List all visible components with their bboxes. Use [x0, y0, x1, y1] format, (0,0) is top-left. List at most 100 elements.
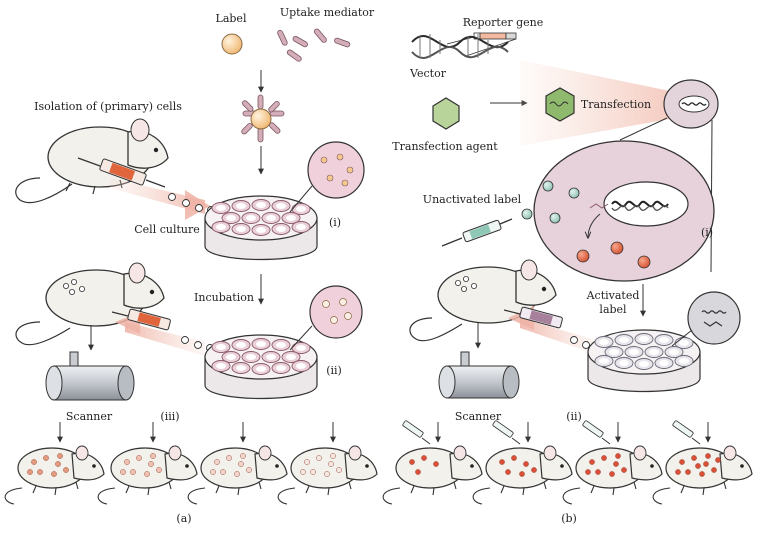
- signal-spot: [715, 457, 721, 463]
- roman-i-a: (i): [329, 216, 341, 229]
- dish-cell-nucleus: [629, 349, 639, 355]
- signal-spot: [609, 471, 615, 477]
- culture-dish-b: [587, 329, 701, 393]
- dish-cell-nucleus: [296, 206, 306, 212]
- signal-spot: [595, 469, 601, 475]
- mouse-injection-icon: [15, 262, 165, 346]
- signal-spot: [505, 469, 511, 475]
- dish-cell-nucleus: [266, 354, 276, 360]
- signal-spot: [336, 467, 342, 473]
- signal-spot: [148, 461, 154, 467]
- dish-cell-nucleus: [296, 224, 306, 230]
- transfection-caption: Transfection: [581, 98, 651, 111]
- zoom-circle-ii: [309, 285, 363, 339]
- zoom-line-b-3: [671, 329, 693, 347]
- syringe-red-icon-2: [111, 308, 171, 331]
- signal-spot: [120, 469, 126, 475]
- unactivated-label-caption: Unactivated label: [423, 193, 522, 206]
- dish-cell-nucleus: [659, 337, 669, 343]
- signal-spot: [703, 461, 709, 467]
- uptake-mediator-rods-icon: [277, 28, 351, 62]
- syringe-red-icon: [77, 157, 166, 188]
- scanner-b-icon: [438, 351, 520, 399]
- culture-dish-ii: [204, 334, 318, 400]
- transfection-beam: [520, 60, 675, 146]
- signal-spot: [330, 453, 336, 459]
- dish-cell-nucleus: [599, 358, 609, 364]
- dish-cell-nucleus: [226, 215, 236, 221]
- signal-spot: [214, 459, 220, 465]
- unactivated-label-dots: [521, 180, 580, 224]
- signal-spot: [711, 467, 717, 473]
- signal-spot: [150, 453, 156, 459]
- dish-cell-nucleus: [619, 337, 629, 343]
- mouse-injection-b-icon: [409, 259, 557, 342]
- reporter-gene-bar: [473, 32, 517, 40]
- signal-spot: [27, 469, 33, 475]
- roman-i-b: (i): [701, 226, 713, 239]
- syringe-purple-icon: [503, 306, 563, 329]
- signal-spot: [409, 459, 415, 465]
- dish-cell-nucleus: [609, 349, 619, 355]
- panel-a: Label Uptake mediator: [4, 6, 378, 525]
- transfection-agent-hexagon-icon: [432, 97, 460, 130]
- signal-spot: [130, 469, 136, 475]
- dish-cell-nucleus: [236, 365, 246, 371]
- signal-spot: [585, 469, 591, 475]
- dish-cell-nucleus: [679, 358, 689, 364]
- signal-spot: [699, 471, 705, 477]
- activated-caption-1: Activated: [586, 289, 640, 302]
- signal-spot: [589, 459, 595, 465]
- scanned-mouse-icon: [187, 445, 288, 505]
- dish-cell-nucleus: [276, 226, 286, 232]
- signal-spot: [523, 461, 529, 467]
- transfer-beam-top: [110, 178, 205, 214]
- dish-cell-nucleus: [286, 354, 296, 360]
- signal-spot: [304, 459, 310, 465]
- signal-spot: [499, 459, 505, 465]
- signal-spot: [156, 467, 162, 473]
- signal-spot: [226, 455, 232, 461]
- signal-spot: [685, 469, 691, 475]
- dish-cell-nucleus: [256, 366, 266, 372]
- culture-dish-i: [204, 195, 318, 261]
- zoom-complexes-icon: [320, 153, 354, 187]
- dish-cell-nucleus: [296, 345, 306, 351]
- signal-spot: [43, 455, 49, 461]
- scanner-a-icon: [45, 351, 135, 401]
- signal-spot: [601, 455, 607, 461]
- dish-cell-nucleus: [599, 339, 609, 345]
- transfer-beam-b: [520, 318, 596, 354]
- signal-spot: [144, 471, 150, 477]
- signal-spot: [31, 459, 37, 465]
- signal-spot: [55, 461, 61, 467]
- activated-caption-2: label: [599, 303, 627, 316]
- signal-spot: [531, 467, 537, 473]
- scanned-mouse-icon: [472, 445, 573, 505]
- signal-spot: [695, 463, 701, 469]
- dish-cell-nucleus: [236, 226, 246, 232]
- signal-spot: [240, 453, 246, 459]
- vector-dna-icon: [411, 34, 509, 59]
- uptake-mediator-caption: Uptake mediator: [280, 6, 375, 19]
- zoom-labels-icon: [322, 298, 352, 324]
- scanned-mouse-icon: [562, 445, 663, 505]
- signal-spot: [316, 455, 322, 461]
- dish-cell-nucleus: [236, 342, 246, 348]
- scanned-mouse-icon: [652, 445, 753, 505]
- roman-ii-b: (ii): [566, 410, 582, 423]
- scanned-mouse-icon: [97, 445, 198, 505]
- zoom-line-b-1: [619, 117, 668, 141]
- signal-spot: [621, 467, 627, 473]
- vector-caption: Vector: [409, 67, 447, 80]
- roman-iii-a: (iii): [160, 410, 179, 423]
- dish-cell-nucleus: [256, 202, 266, 208]
- cell-dots-b: [570, 336, 590, 349]
- signal-spot: [613, 461, 619, 467]
- dish-cell-nucleus: [286, 215, 296, 221]
- mini-syringe-icon: [582, 420, 611, 445]
- mice-row-b: [382, 420, 753, 505]
- signal-spot: [63, 467, 69, 473]
- activated-label-dots: [576, 241, 651, 269]
